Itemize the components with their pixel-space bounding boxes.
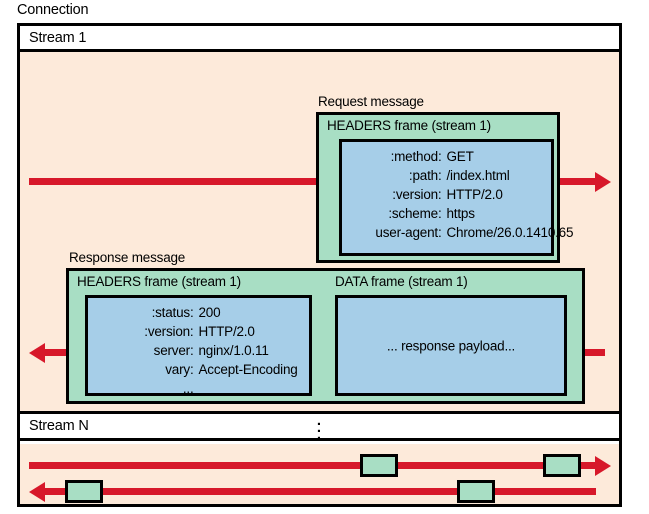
header-value: HTTP/2.0: [198, 324, 255, 339]
header-value: /index.html: [446, 168, 510, 183]
stream-n-frame-block: [457, 480, 495, 503]
header-key: :version:: [144, 324, 194, 339]
stream-n-body: [20, 444, 619, 504]
response-message-label: Response message: [69, 250, 186, 265]
header-value: Chrome/26.0.1410.65: [446, 225, 574, 240]
header-row: :scheme: https: [342, 204, 551, 223]
header-value: GET: [446, 149, 474, 164]
request-headers-list: :method: GET :path: /index.html :version…: [339, 139, 574, 256]
data-frame-title: DATA frame (stream 1): [335, 274, 468, 289]
request-arrow-head-icon: [595, 171, 611, 192]
request-message-label: Request message: [318, 94, 424, 109]
header-value: https: [446, 206, 475, 221]
response-headers-list: :status: 200 :version: HTTP/2.0 server: …: [85, 295, 312, 396]
header-key: vary:: [165, 362, 194, 377]
connection-label: Connection: [17, 2, 89, 18]
header-key: user-agent:: [375, 225, 442, 240]
header-key: :status:: [151, 305, 194, 320]
stream-n-header: Stream N ...: [20, 411, 619, 443]
header-row: server: nginx/1.0.11: [88, 341, 309, 360]
header-value: HTTP/2.0: [446, 187, 503, 202]
stream-n-outgoing-arrow-head-icon: [595, 455, 611, 476]
header-row: vary: Accept-Encoding: [88, 360, 309, 379]
header-value: Accept-Encoding: [198, 362, 298, 377]
header-row: user-agent: Chrome/26.0.1410.65: [342, 223, 574, 242]
stream-n-frame-block: [360, 454, 398, 477]
header-key: :scheme:: [388, 206, 442, 221]
stream-n-incoming-arrow-head-icon: [29, 481, 45, 502]
stream-n-incoming-arrow-line: [45, 488, 596, 495]
header-row: :path: /index.html: [342, 166, 551, 185]
header-row: :method: GET: [342, 147, 551, 166]
header-value: 200: [198, 305, 221, 320]
header-row: :status: 200: [88, 303, 309, 322]
request-arrow-line: [29, 178, 595, 185]
stream-n-frame-block: [543, 454, 581, 477]
connection-frame: Stream 1 Request message HEADERS frame (…: [17, 23, 622, 507]
stream-1-header: Stream 1: [20, 26, 619, 52]
header-row: :version: HTTP/2.0: [342, 185, 551, 204]
response-arrow-head-icon: [29, 342, 45, 363]
stream-n-label: Stream N: [29, 418, 89, 434]
header-key: :version:: [392, 187, 442, 202]
header-value: nginx/1.0.11: [198, 343, 269, 358]
header-value: [199, 379, 310, 398]
stream-1-label: Stream 1: [29, 29, 87, 46]
stream-1-body: Request message HEADERS frame (stream 1)…: [20, 52, 619, 411]
header-key: :path:: [408, 168, 442, 183]
response-headers-frame-title: HEADERS frame (stream 1): [77, 274, 241, 289]
data-frame-payload-box: ... response payload...: [335, 295, 567, 396]
header-row: ...: [88, 379, 309, 398]
header-row: :version: HTTP/2.0: [88, 322, 309, 341]
header-key: :method:: [390, 149, 442, 164]
request-headers-frame: HEADERS frame (stream 1) :method: GET :p…: [316, 112, 574, 263]
stream-n-frame-block: [65, 480, 103, 503]
header-key: server:: [153, 343, 194, 358]
header-key: ...: [182, 381, 194, 396]
vertical-ellipsis-icon: ...: [316, 412, 322, 443]
data-frame-payload-text: ... response payload...: [386, 338, 516, 353]
request-headers-frame-title: HEADERS frame (stream 1): [327, 118, 491, 133]
response-frames-container: HEADERS frame (stream 1) :status: 200 :v…: [66, 268, 585, 404]
stream-n-outgoing-arrow-line: [29, 462, 595, 469]
